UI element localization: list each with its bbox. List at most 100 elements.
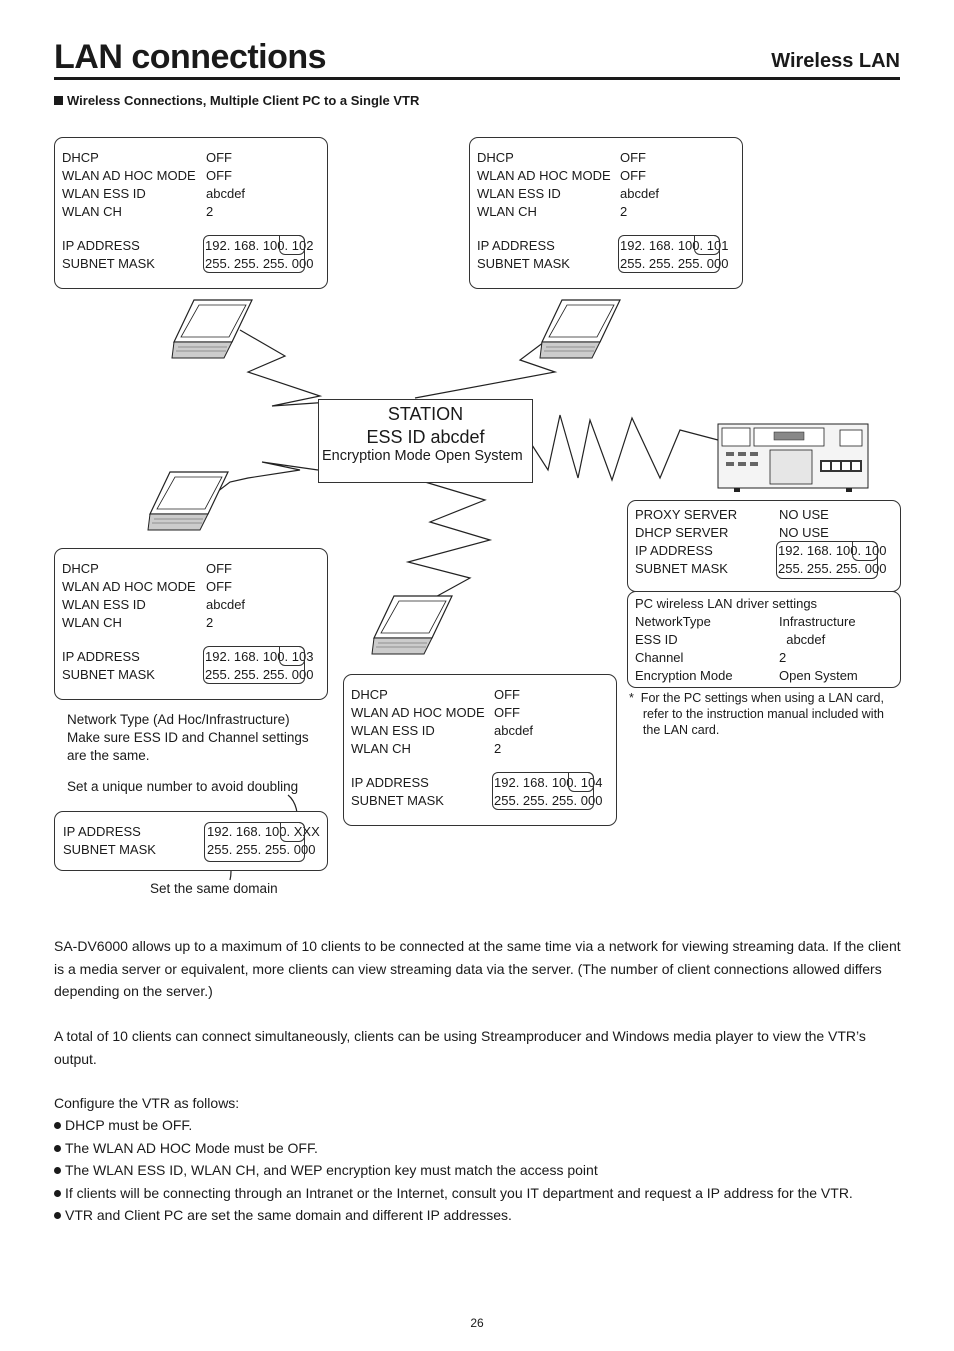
wireless-link-104 xyxy=(405,481,493,601)
mask-label: SUBNET MASK xyxy=(477,256,570,271)
mask-value: 255. 255. 255. 000 xyxy=(778,561,887,576)
bullet-dot-icon xyxy=(54,1167,61,1174)
config-value: OFF xyxy=(620,168,646,183)
ip-value: 192. 168. 100. 101 xyxy=(620,238,729,253)
page-subtitle: Wireless LAN xyxy=(771,50,900,72)
vtr-device-icon xyxy=(717,423,869,492)
bullet-item: DHCP must be OFF. xyxy=(54,1114,192,1137)
config-label: WLAN ESS ID xyxy=(351,723,435,738)
driver-heading: PC wireless LAN driver settings xyxy=(635,596,818,611)
mask-value: 255. 255. 255. 000 xyxy=(620,256,729,271)
ip-value: 192. 168. 100. 104 xyxy=(494,775,603,790)
access-point-station: STATION ESS ID abcdef Encryption Mode Op… xyxy=(318,399,533,483)
station-ess-id: ESS ID abcdef xyxy=(366,427,485,447)
config-label: WLAN AD HOC MODE xyxy=(351,705,485,720)
bullet-text: The WLAN AD HOC Mode must be OFF. xyxy=(65,1140,318,1156)
host-highlight xyxy=(852,541,878,561)
ip-value: 192. 168. 100. 103 xyxy=(205,649,314,664)
driver-settings-box: PC wireless LAN driver settings NetworkT… xyxy=(627,591,901,688)
mask-label: SUBNET MASK xyxy=(635,561,728,576)
domain-highlight xyxy=(204,822,305,862)
domain-highlight xyxy=(203,646,305,684)
config-value: OFF xyxy=(206,150,232,165)
config-value: OFF xyxy=(620,150,646,165)
bullet-text: If clients will be connecting through an… xyxy=(65,1185,853,1201)
config-label: WLAN ESS ID xyxy=(62,597,146,612)
laptop-icon xyxy=(171,299,253,359)
config-label: DHCP xyxy=(62,150,99,165)
station-encryption: Encryption Mode Open System xyxy=(322,448,523,464)
config-value: abcdef xyxy=(494,723,534,738)
square-bullet-icon xyxy=(54,96,63,105)
config-label: WLAN CH xyxy=(351,741,411,756)
config-label: WLAN AD HOC MODE xyxy=(477,168,611,183)
network-type-note: Network Type (Ad Hoc/Infrastructure) Mak… xyxy=(67,712,309,763)
config-label: NetworkType xyxy=(635,614,711,629)
paragraph-2: A total of 10 clients can connect simult… xyxy=(54,1028,866,1067)
config-label: DHCP xyxy=(351,687,388,702)
same-domain-note: Set the same domain xyxy=(150,881,278,896)
wireless-link-vtr xyxy=(531,414,719,482)
station-title: STATION xyxy=(387,404,464,424)
domain-highlight xyxy=(492,772,594,810)
config-label: WLAN CH xyxy=(477,204,537,219)
mask-value: 255. 255. 255. 000 xyxy=(205,667,314,682)
wireless-link-103 xyxy=(199,461,319,506)
config-value: NO USE xyxy=(779,507,829,522)
bullet-dot-icon xyxy=(54,1212,61,1219)
config-value: OFF xyxy=(206,168,232,183)
config-label: WLAN AD HOC MODE xyxy=(62,168,196,183)
bullet-dot-icon xyxy=(54,1145,61,1152)
host-highlight xyxy=(694,235,720,255)
bullet-text: The WLAN ESS ID, WLAN CH, and WEP encryp… xyxy=(65,1162,598,1178)
section-heading-text: Wireless Connections, Multiple Client PC… xyxy=(67,93,420,108)
ip-label: IP ADDRESS xyxy=(477,238,555,253)
bullet-item: If clients will be connecting through an… xyxy=(54,1182,853,1205)
wireless-link-101 xyxy=(414,329,561,399)
config-value: OFF xyxy=(494,705,520,720)
config-value: OFF xyxy=(206,579,232,594)
domain-highlight xyxy=(776,541,878,579)
laptop-icon xyxy=(539,299,621,359)
config-label: WLAN ESS ID xyxy=(477,186,561,201)
ip-label: IP ADDRESS xyxy=(635,543,713,558)
config-value: Open System xyxy=(779,668,858,683)
mask-value: 255. 255. 255. 000 xyxy=(205,256,314,271)
config-label: Channel xyxy=(635,650,684,665)
bullet-item: The WLAN ESS ID, WLAN CH, and WEP encryp… xyxy=(54,1159,598,1182)
config-value: 2 xyxy=(206,615,214,630)
config-label: DHCP xyxy=(62,561,99,576)
mask-label: SUBNET MASK xyxy=(62,256,155,271)
config-value: 2 xyxy=(620,204,628,219)
bullet-dot-icon xyxy=(54,1122,61,1129)
config-label: WLAN CH xyxy=(62,204,122,219)
ip-label: IP ADDRESS xyxy=(351,775,429,790)
config-value: abcdef xyxy=(620,186,660,201)
ip-value: 192. 168. 100. 100 xyxy=(778,543,887,558)
config-value: abcdef xyxy=(779,632,826,647)
mask-label: SUBNET MASK xyxy=(63,842,156,857)
host-highlight xyxy=(279,235,305,255)
paragraph-3: Configure the VTR as follows: xyxy=(54,1095,240,1111)
title-rule xyxy=(54,77,900,80)
bullet-dot-icon xyxy=(54,1190,61,1197)
host-highlight xyxy=(280,822,305,842)
unique-number-note: Set a unique number to avoid doubling xyxy=(67,779,299,794)
mask-value: 255. 255. 255. 000 xyxy=(494,793,603,808)
config-value: 2 xyxy=(206,204,214,219)
config-value: 2 xyxy=(779,650,787,665)
laptop-icon xyxy=(371,595,453,655)
page-title: LAN connections xyxy=(54,38,327,76)
config-value: Infrastructure xyxy=(779,614,856,629)
mask-value: 255. 255. 255. 000 xyxy=(207,842,316,857)
domain-highlight xyxy=(618,235,720,273)
bullet-text: VTR and Client PC are set the same domai… xyxy=(65,1207,512,1223)
ip-label: IP ADDRESS xyxy=(63,824,141,839)
ip-label: IP ADDRESS xyxy=(62,649,140,664)
